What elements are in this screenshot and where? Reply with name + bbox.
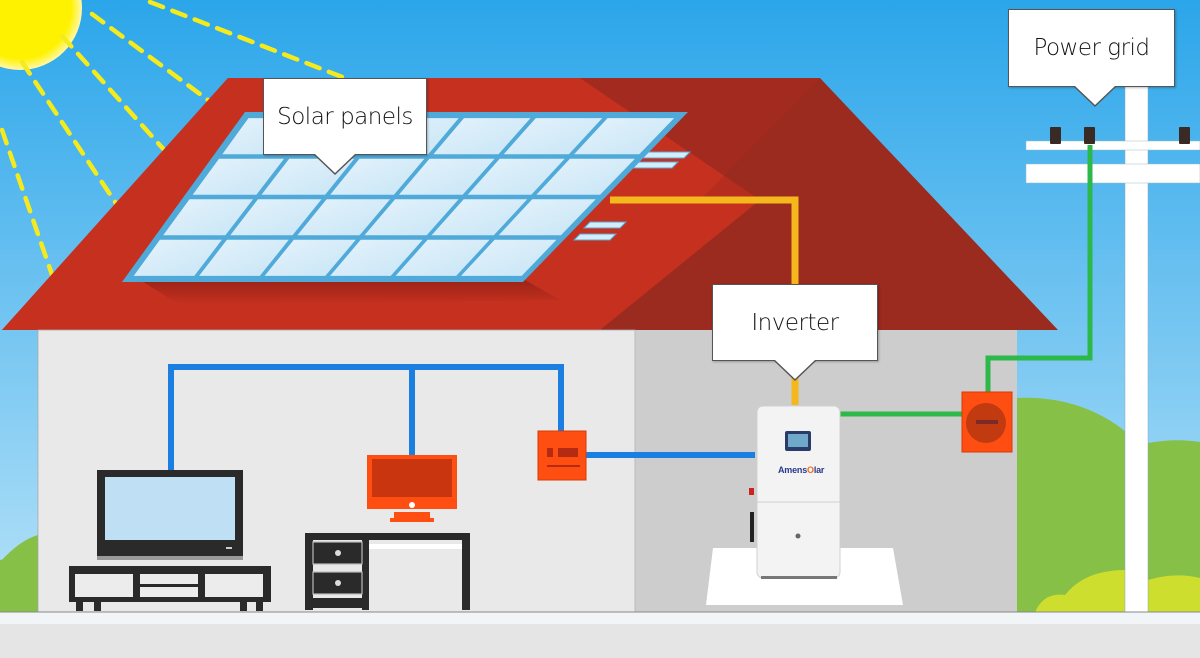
solar-cell xyxy=(163,199,253,236)
brand-prefix: Amens xyxy=(778,465,808,475)
utility-pole xyxy=(1025,85,1200,617)
solar-cell xyxy=(199,239,289,276)
dc-cable-yellow xyxy=(610,196,799,284)
insulator-icon xyxy=(1050,127,1061,144)
insulator-icon xyxy=(1179,127,1190,144)
solar-cell xyxy=(330,239,423,276)
callout-power-grid-label: Power grid xyxy=(1033,35,1150,61)
solar-cell xyxy=(467,158,565,195)
grass-hill-right xyxy=(1016,397,1126,612)
solar-cell xyxy=(503,118,603,155)
solar-cell xyxy=(574,118,675,155)
inverter-brand-logo: AmensOlar xyxy=(778,465,824,475)
solar-cell xyxy=(431,199,528,236)
grid-cable-green-upper xyxy=(985,145,1093,393)
sun-ray xyxy=(0,127,61,295)
panel-shadow xyxy=(140,280,560,305)
computer xyxy=(367,455,457,522)
callout-solar-panels-label: Solar panels xyxy=(277,103,413,130)
callout-inverter-label: Inverter xyxy=(751,309,839,336)
grass-hill-left-edge xyxy=(0,535,38,612)
solar-cell xyxy=(364,199,459,236)
solar-cell xyxy=(133,239,222,276)
sidewalk xyxy=(0,612,1200,624)
solar-cell xyxy=(536,158,635,195)
bush-right xyxy=(1036,570,1125,612)
solar-cell xyxy=(433,118,531,155)
ground xyxy=(0,624,1200,658)
solar-cell xyxy=(398,158,495,195)
distribution-box xyxy=(537,430,587,481)
callout-solar-panels: Solar panels xyxy=(263,78,427,175)
inverter-unit xyxy=(706,405,903,605)
monitor-screen xyxy=(372,459,452,497)
solar-cell xyxy=(498,199,596,236)
solar-cell xyxy=(297,199,391,236)
solar-cell xyxy=(264,239,356,276)
solar-cell xyxy=(230,199,322,236)
pole-crossarm-top xyxy=(1025,140,1200,151)
household-wiring-blue xyxy=(168,364,755,470)
tv-screen xyxy=(105,477,235,540)
sun-icon xyxy=(0,0,82,70)
tv-stand xyxy=(69,566,271,611)
callout-power-grid: Power grid xyxy=(1008,9,1175,107)
pole-crossarm-bottom xyxy=(1025,163,1200,184)
desk xyxy=(305,533,470,610)
solar-cell xyxy=(192,158,284,195)
television xyxy=(97,470,243,560)
grass-hill-far-right xyxy=(1148,440,1200,612)
bush-far-right xyxy=(1148,575,1200,612)
electric-meter xyxy=(961,391,1013,453)
callout-inverter: Inverter xyxy=(712,284,878,381)
insulator-icon xyxy=(1084,127,1095,144)
solar-cell xyxy=(395,239,490,276)
solar-cell xyxy=(461,239,557,276)
brand-suffix: lar xyxy=(813,465,825,475)
brand-mid: O xyxy=(807,465,814,475)
roof-ridge-shade xyxy=(580,78,820,200)
sun-ray xyxy=(147,0,358,85)
